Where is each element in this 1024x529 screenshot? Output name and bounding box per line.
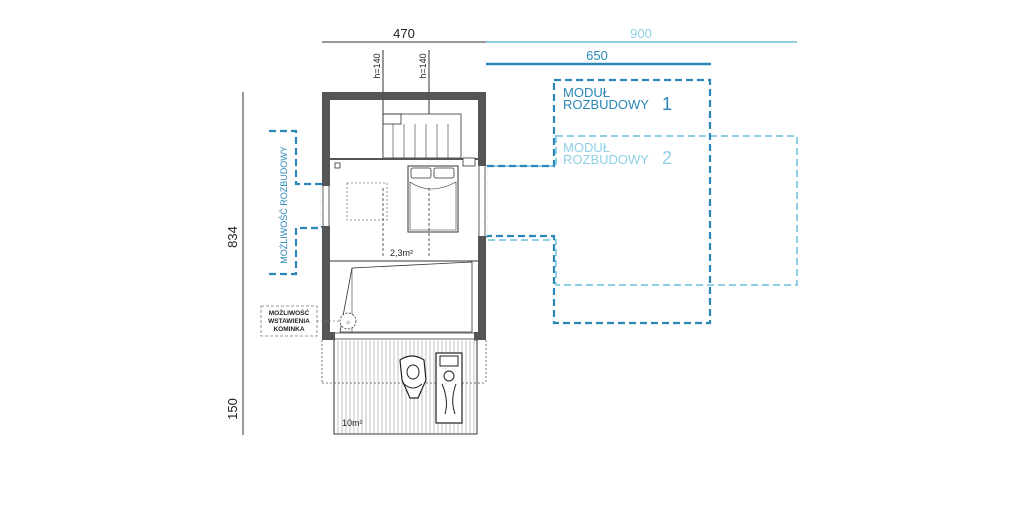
height-marker-2-label: h=140: [418, 53, 428, 78]
svg-text:☼: ☼: [345, 320, 351, 326]
fireplace-note-line3: KOMINKA: [273, 326, 304, 333]
stairs: [382, 113, 462, 159]
module-2-number: 2: [662, 148, 672, 168]
dimension-width-module1: 650: [486, 48, 711, 66]
table-outline: [346, 182, 388, 221]
dimension-width-main-label: 470: [393, 26, 415, 41]
fireplace-note: MOŻLIWOŚĆ WSTAWIENIA KOMINKA: [260, 305, 340, 337]
height-marker-1-label: h=140: [372, 53, 382, 78]
bed: [407, 165, 459, 233]
deck-area-label: 10m²: [342, 418, 363, 428]
module-1-outline: MODUŁ ROZBUDOWY 1: [484, 78, 712, 325]
fireplace-note-line1: MOŻLIWOŚĆ: [269, 308, 310, 317]
sofa: [339, 261, 473, 333]
dimension-width-module2: 900: [486, 26, 797, 43]
module-2-label-line2: ROZBUDOWY: [563, 152, 649, 167]
height-marker-1: h=140: [372, 50, 384, 158]
side-extension-outline: MOŻLIWOŚĆ ROZBUDOWY: [269, 129, 324, 276]
loft-area-label: 2,3m²: [390, 248, 413, 258]
loft-edge: [330, 158, 478, 160]
dimension-width-module2-label: 900: [630, 26, 652, 41]
dimension-width-module1-label: 650: [586, 48, 608, 63]
module-1-label-line2: ROZBUDOWY: [563, 97, 649, 112]
dimension-height-deck: 150: [225, 383, 244, 435]
side-extension-label: MOŻLIWOŚĆ ROZBUDOWY: [278, 146, 289, 264]
dimension-height-total: 834: [225, 92, 244, 383]
fireplace-note-line2: WSTAWIENIA: [268, 318, 310, 325]
post: [462, 157, 476, 167]
small-square: [334, 162, 341, 169]
module-1-number: 1: [662, 94, 672, 114]
dimension-height-total-label: 834: [225, 226, 240, 248]
module-2-label-line1: MODUŁ: [563, 140, 610, 155]
module-2-outline: MODUŁ ROZBUDOWY 2: [485, 135, 798, 286]
dimension-width-main: 470: [322, 26, 486, 43]
deck-person: [399, 355, 427, 399]
dimension-height-deck-label: 150: [225, 398, 240, 420]
house-walls: [321, 92, 487, 341]
module-1-label-line1: MODUŁ: [563, 85, 610, 100]
deck-lounger-1: [435, 352, 463, 424]
fireplace-marker: ☼: [339, 312, 357, 330]
